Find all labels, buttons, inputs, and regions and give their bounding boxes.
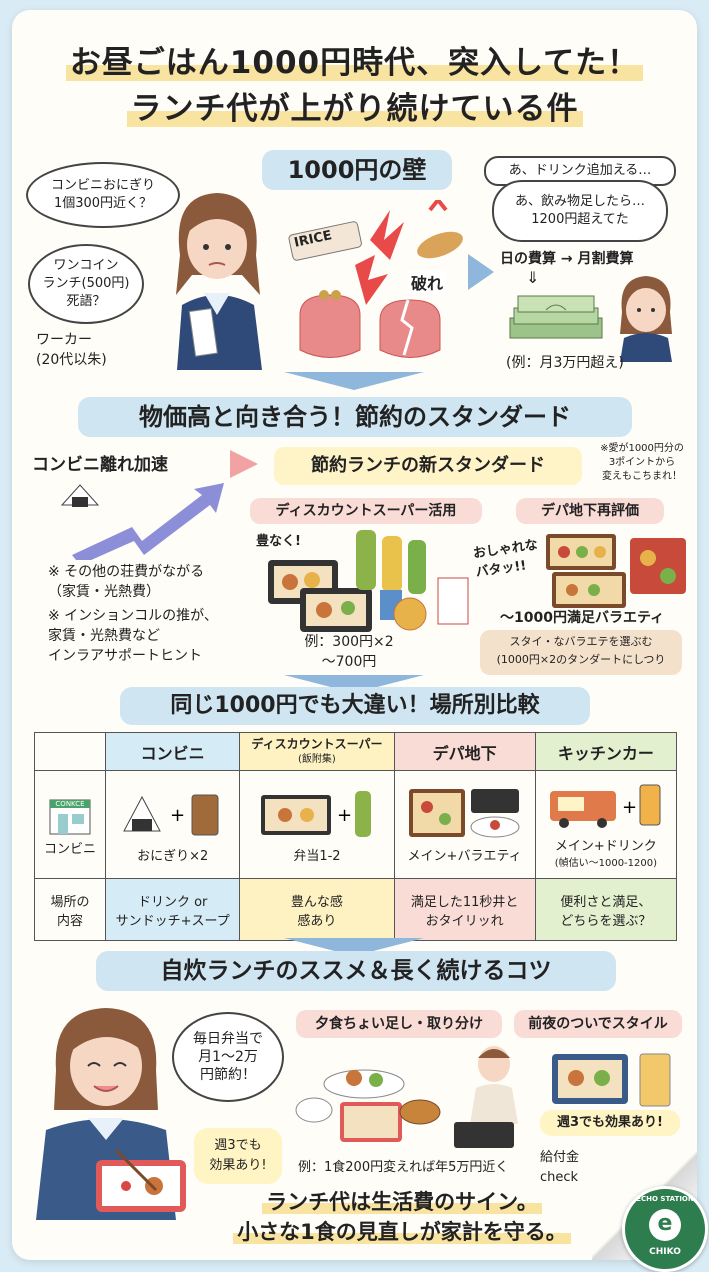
plenty-label: 豊なく! — [256, 534, 301, 549]
store-icon — [49, 799, 91, 835]
variety-note: スタイ・なバラエテを選ぶむ (1000円×2のタンダートにしつり — [480, 630, 682, 675]
col-header-discount: ディスカウントスーパー(飯附集) — [239, 732, 395, 771]
bubble-three-times: 週3でも 効果あり! — [194, 1128, 282, 1184]
tip-night-before: 前夜のついでスタイル — [514, 1010, 682, 1038]
smiling-worker-illustration — [26, 1000, 196, 1220]
arrow-right-icon — [468, 254, 494, 290]
tip-dinner-leftover: 夕食ちょい足し・取り分け — [296, 1010, 502, 1038]
worker-illustration — [162, 185, 272, 370]
title-line1: お昼ごはん1000円時代、突入してた！ — [12, 42, 697, 84]
variety-label: ～1000円満足バラエティ — [500, 610, 665, 626]
new-standard-label: 節約ランチの新スタンダード — [274, 447, 582, 485]
note-cost-of-living: ※ その他の荘費がながる （家賃・光熱費） — [48, 564, 205, 600]
cell-conveni-food: + おにぎり×2 — [104, 770, 241, 879]
cell-depachika-content: 満足した11秒井と おタイリッれ — [393, 878, 536, 941]
price-hike-illustration — [280, 196, 470, 370]
row-label-conveni: CONKCE コンビニ — [34, 770, 106, 879]
col-header-conveni: コンビニ — [104, 732, 241, 771]
worker-small-illustration — [612, 272, 680, 362]
cell-conveni-content: ドリンク or サンドッチ+スープ — [104, 878, 241, 941]
cell-kitchencar-content: 便利さと満足、 どちらを選ぶ？ — [534, 878, 678, 941]
footer-line2: 小さな1食の見直しが家計を守る。 — [182, 1216, 622, 1246]
budget-example: (例：月3万円超え) — [506, 355, 624, 371]
row2-label: 場所の 内容 — [34, 878, 106, 941]
section1-heading: 1000円の壁 — [262, 150, 452, 190]
bubble-drink-over: あ、飲み物足したら… 1200円超えてた — [492, 180, 668, 242]
col-header-depachika: デパ地下 — [393, 732, 536, 771]
discount-super-label: ディスカウントスーパー活用 — [250, 498, 482, 524]
cell-discount-content: 豊んな感 感あり — [239, 878, 395, 941]
cell-depachika-item: メイン+バラエティ — [407, 849, 522, 864]
stylish-label: おしゃれな バタッ!! — [472, 537, 539, 581]
savings-example: 例：1食200円変えれば年5万円近く — [298, 1160, 509, 1175]
svg-text:+: + — [170, 805, 185, 826]
trend-up-illustration — [52, 475, 232, 565]
discount-example: 例：300円×2 ～700円 — [304, 634, 394, 670]
conveni-away-label: コンビニ離れ加速 — [32, 455, 168, 475]
infographic-card: お昼ごはん1000円時代、突入してた！ ランチ代が上がり続けている件 1000円… — [12, 10, 697, 1260]
cell-kitchencar-food: + メイン+ドリンク (幀估い～1000-1200) — [534, 770, 678, 879]
bubble-monthly-save: 毎日弁当で 月1～2万 円節約！ — [172, 1012, 284, 1102]
comparison-table: コンビニ ディスカウントスーパー(飯附集) デパ地下 キッチンカー CONKCE… — [34, 732, 678, 941]
echo-station-badge: ECHO STATION e CHIKO — [622, 1186, 708, 1272]
cell-discount-food: + 弁当1-2 — [239, 770, 395, 879]
badge-logo-icon: e — [649, 1209, 681, 1241]
depachika-label: デパ地下再評価 — [516, 498, 664, 524]
section4-heading: 自炊ランチのススメ＆長く続けるコツ — [96, 951, 616, 991]
cell-kitchencar-sub: (幀估い～1000-1200) — [554, 857, 658, 869]
onigiri-drink-icon: + — [122, 794, 219, 836]
cell-depachika-food: メイン+バラエティ — [393, 770, 536, 879]
kitchen-car-drink-icon: + — [549, 784, 661, 828]
worker-label: ワーカー (20代以朱) — [36, 332, 107, 368]
points-note: ※愛が1000円分の 3ポイントから 変えもこちまれ！ — [600, 443, 684, 482]
badge-top-text: ECHO STATION — [636, 1195, 694, 1203]
arrow-right-pink-icon — [230, 450, 258, 478]
tip2-note: 週3でも効果あり! — [540, 1110, 680, 1136]
budget-down-arrow: ⇓ — [526, 268, 540, 287]
broken-tag: 破れ — [408, 270, 447, 294]
section3-heading: 同じ1000円でも大違い！場所別比較 — [120, 687, 590, 725]
discount-bento-illustration — [260, 530, 480, 635]
bubble-one-coin: ワンコイン ランチ(500円) 死語？ — [28, 244, 144, 324]
depachika-bento-illustration — [542, 530, 692, 610]
svg-text:+: + — [622, 797, 637, 818]
night-bento-illustration — [548, 1046, 697, 1116]
depachika-bento-icon — [408, 789, 520, 838]
cell-kitchencar-item: メイン+ドリンク — [554, 838, 657, 854]
benefit-note: 給付金 check — [540, 1150, 580, 1185]
row1-label: コンビニ — [43, 842, 96, 857]
section-divider-arrow — [284, 372, 424, 390]
cell-discount-item: 弁当1-2 — [293, 849, 341, 864]
badge-bottom-text: CHIKO — [649, 1247, 681, 1257]
cell-conveni-item: おにぎり×2 — [137, 849, 209, 864]
meal-prep-illustration — [294, 1044, 530, 1154]
svg-text:+: + — [337, 805, 352, 826]
bento-drink-icon: + — [260, 791, 371, 837]
budget-formula: 日の費算 → 月割費算 — [500, 251, 634, 267]
section2-heading: 物価高と向き合う！節約のスタンダード — [78, 397, 632, 437]
cash-stack-icon — [506, 288, 606, 346]
table-corner — [34, 732, 106, 771]
col-header-kitchencar: キッチンカー — [534, 732, 678, 771]
footer-line1: ランチ代は生活費のサイン。 — [192, 1186, 612, 1216]
title-line2: ランチ代が上がり続けている件 — [12, 88, 697, 130]
note-inflation: ※ インションコルの推が、 家賃・光熱費など インラアサポートヒント — [48, 608, 218, 664]
store-sign: CONKCE — [55, 800, 85, 808]
bubble-onigiri-price: コンビニおにぎり 1個300円近く？ — [26, 162, 180, 228]
